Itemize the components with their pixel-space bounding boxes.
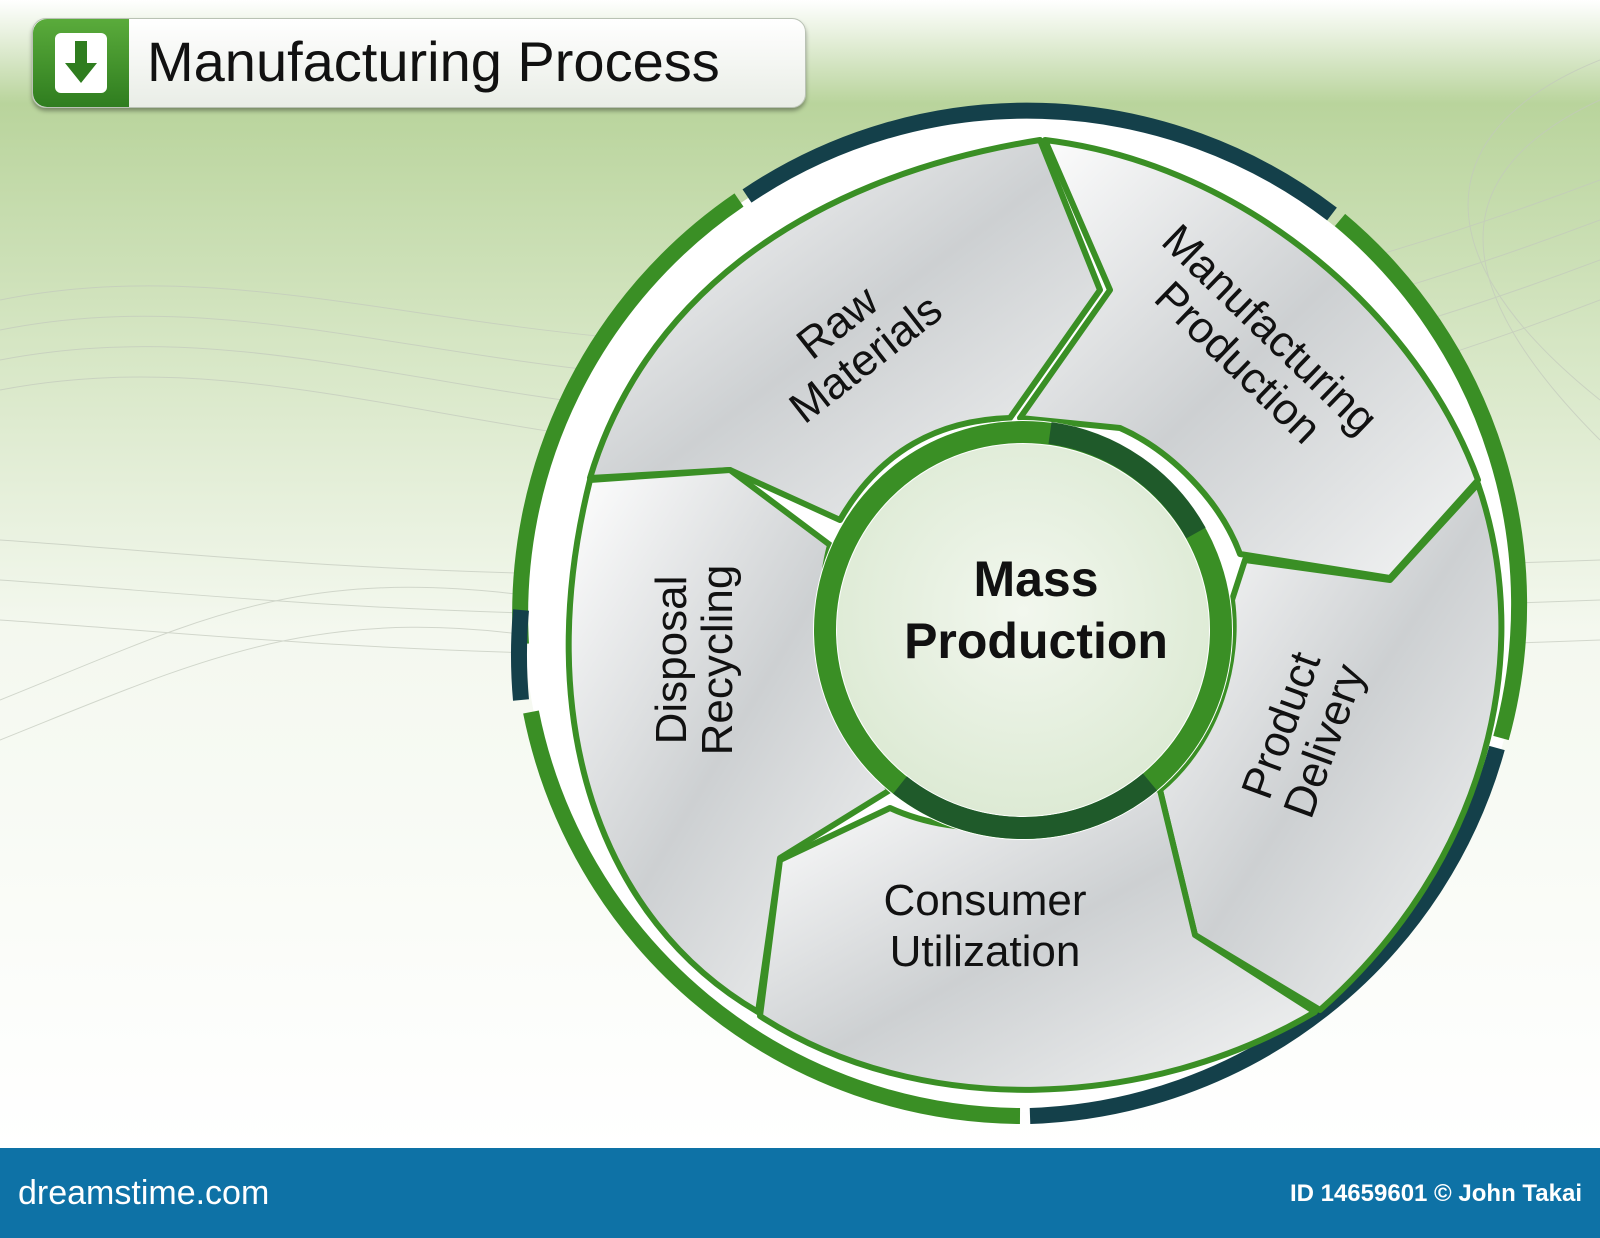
- label-disposal-recycling: Disposal Recycling: [647, 565, 742, 756]
- segment-label-line1: Consumer: [884, 876, 1087, 925]
- title-icon-box: [33, 19, 129, 107]
- segment-product-delivery: [1157, 481, 1505, 1013]
- segment-label-line2: Recycling: [693, 565, 742, 756]
- label-consumer-utilization: Consumer Utilization: [884, 876, 1087, 976]
- outer-ring-arc: [1334, 213, 1528, 741]
- center-ring-accent: [893, 773, 1158, 839]
- segment-raw-materials: [587, 137, 1103, 523]
- center-label-line1: Mass: [973, 551, 1098, 607]
- process-cycle-diagram: Mass Production Raw Materials Manufactur…: [511, 102, 1528, 1124]
- outer-ring-arc: [523, 710, 1021, 1124]
- center-label-line2: Production: [904, 613, 1168, 669]
- diagram-stage: Manufacturing Process: [0, 0, 1600, 1148]
- footer-credit: ID 14659601 © John Takai: [1289, 1180, 1582, 1207]
- page-title: Manufacturing Process: [147, 30, 720, 93]
- segment-manufacturing-production: [1017, 137, 1481, 581]
- segment-label-line2: Utilization: [890, 927, 1081, 976]
- outer-ring-arc: [742, 102, 1337, 221]
- center-circle: [837, 444, 1209, 816]
- segment-label-line1: Disposal: [647, 576, 696, 745]
- outer-ring-arc: [511, 609, 529, 701]
- footer-site-name: dreamstime.com: [18, 1174, 270, 1212]
- center-ring-accent: [1048, 422, 1206, 539]
- footer-bar: dreamstime.com ID 14659601 © John Takai: [0, 1148, 1600, 1238]
- title-banner: Manufacturing Process: [32, 18, 806, 108]
- outer-ring-arc: [512, 193, 744, 645]
- arrow-down-icon: [55, 33, 107, 93]
